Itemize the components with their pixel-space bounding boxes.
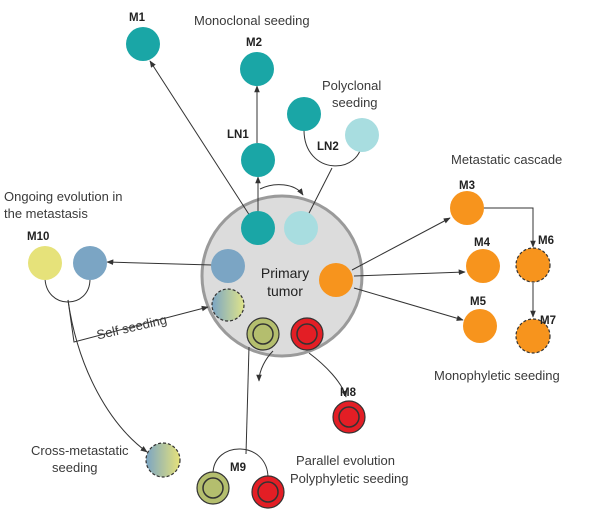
node-primary-red-inner [296, 323, 318, 345]
node-primary-red [290, 317, 324, 351]
node-primary-teal [241, 211, 275, 245]
node-primary-olive [246, 317, 280, 351]
node-primary-light [284, 211, 318, 245]
edge-primary-ln2-arc [259, 184, 304, 196]
node-ln2-teal [287, 97, 321, 131]
node-m10-blue [73, 246, 107, 280]
edge-m10-cross [67, 299, 148, 453]
caption-cross-2: seeding [52, 460, 98, 475]
node-ln1 [241, 143, 275, 177]
caption-cross-1: Cross-metastatic [31, 443, 129, 458]
primary-label-line2: tumor [267, 283, 303, 299]
node-m4 [466, 249, 500, 283]
node-m9-red-inner [257, 481, 279, 503]
caption-ongoing-1: Ongoing evolution in [4, 189, 123, 204]
edge-primary-m10 [106, 259, 213, 266]
edge-m3-m6 [483, 207, 536, 248]
caption-ongoing-2: the metastasis [4, 206, 88, 221]
label-m10: M10 [27, 231, 49, 243]
node-m10-yellow [28, 246, 62, 280]
edge-primary-m5 [353, 287, 464, 321]
node-m1 [126, 27, 160, 61]
edge-m9-bracket [212, 448, 269, 479]
label-m3: M3 [459, 180, 475, 192]
node-m2 [240, 52, 274, 86]
label-m6: M6 [538, 235, 554, 247]
edge-primary-m8 [308, 352, 348, 398]
node-m8-inner [338, 406, 360, 428]
edge-primary-m9-arc [256, 350, 274, 382]
node-m7 [515, 318, 551, 354]
node-cross [145, 442, 181, 478]
node-m9-red [251, 475, 285, 509]
node-primary-self [211, 288, 245, 322]
node-m9-olive-inner [202, 477, 224, 499]
label-m1: M1 [129, 12, 146, 24]
label-m4: M4 [474, 237, 491, 249]
edge-ln2-primary [305, 167, 333, 220]
label-m9: M9 [230, 462, 246, 474]
node-primary-olive-inner [252, 323, 274, 345]
edge-primary-m1 [149, 60, 251, 217]
node-m5 [463, 309, 497, 343]
node-primary-orange [319, 263, 353, 297]
caption-self-seeding: Self seeding [95, 312, 168, 343]
caption-polyclonal-1: Polyclonal [322, 78, 381, 93]
edge-primary-m9 [245, 346, 250, 455]
node-m9-olive [196, 471, 230, 505]
node-ln2-light [345, 118, 379, 152]
edge-primary-m3 [351, 217, 451, 271]
edge-primary-m4 [353, 269, 466, 277]
label-ln2: LN2 [317, 141, 339, 153]
node-primary-blue [211, 249, 245, 283]
node-m3 [450, 191, 484, 225]
caption-monoclonal: Monoclonal seeding [194, 13, 310, 28]
node-m8 [332, 400, 366, 434]
node-m6 [515, 247, 551, 283]
caption-polyclonal-2: seeding [332, 95, 378, 110]
primary-label-line1: Primary [261, 265, 309, 281]
label-m8: M8 [340, 387, 357, 399]
label-m5: M5 [470, 296, 487, 308]
caption-monophyletic: Monophyletic seeding [434, 368, 560, 383]
label-m7: M7 [540, 315, 556, 327]
caption-parallel: Parallel evolution [296, 453, 395, 468]
edge-m10-bracket [44, 276, 91, 303]
label-ln1: LN1 [227, 129, 249, 141]
caption-metastatic-cascade: Metastatic cascade [451, 152, 562, 167]
label-m2: M2 [246, 37, 262, 49]
caption-polyphyletic: Polyphyletic seeding [290, 471, 409, 486]
